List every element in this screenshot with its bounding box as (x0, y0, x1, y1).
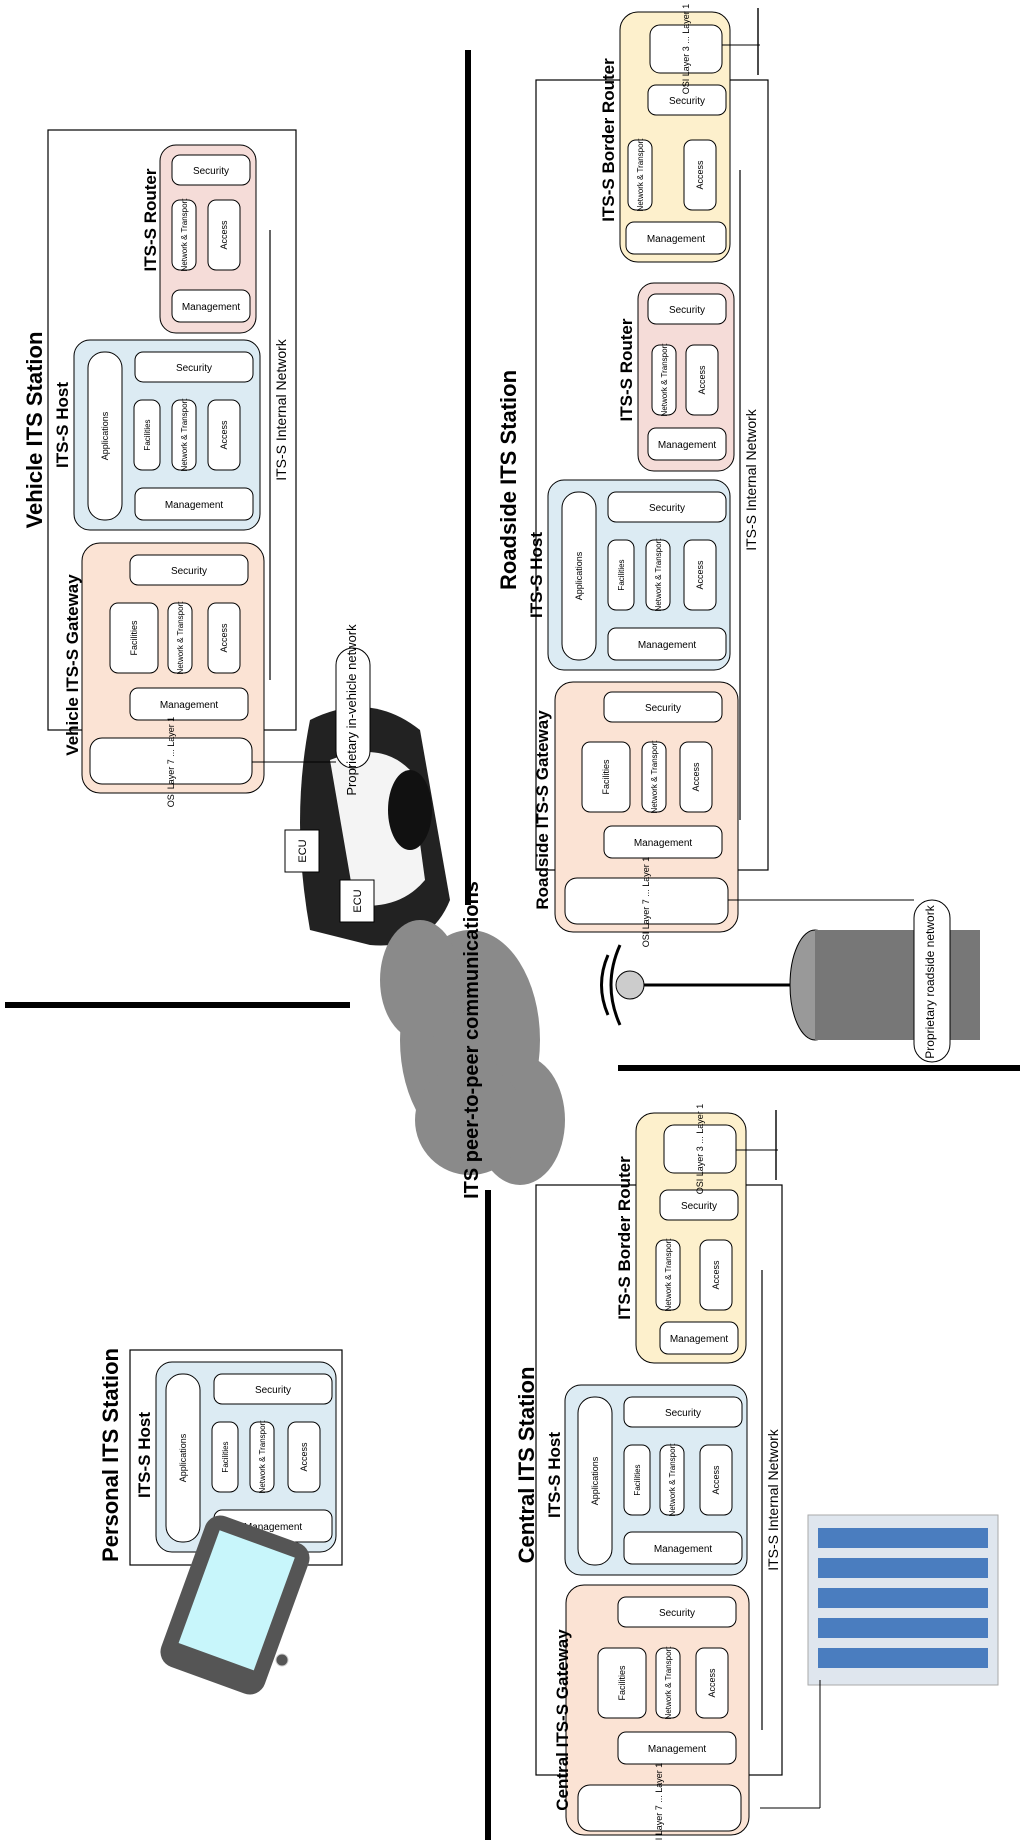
rh-network: Network & Transport (654, 538, 663, 612)
cg-network: Network & Transport (664, 1646, 673, 1720)
vg-security: Security (171, 566, 207, 577)
cg-osi: OSI Layer 7 ... Layer 1 (654, 1763, 664, 1840)
central-internal-network-label: ITS-S Internal Network (765, 1428, 781, 1571)
central-border-router (636, 1110, 778, 1363)
rh-facilities: Facilities (617, 559, 626, 590)
personal-station-title: Personal ITS Station (98, 1348, 123, 1562)
rg-osi: OSI Layer 7 ... Layer 1 (641, 857, 651, 948)
central-station-title: Central ITS Station (514, 1367, 539, 1564)
cb-security: Security (681, 1201, 717, 1212)
cb-osi: OSI Layer 3 ... Layer 1 (695, 1104, 705, 1195)
vh-applications: Applications (100, 411, 110, 460)
rh-applications: Applications (574, 551, 584, 600)
central-border-router-title: ITS-S Border Router (615, 1156, 634, 1320)
vg-osi: OSI Layer 7 ... Layer 1 (166, 717, 176, 808)
vg-access: Access (219, 623, 229, 653)
vr-network: Network & Transport (180, 198, 189, 272)
rr-access: Access (697, 365, 707, 395)
ch-access: Access (711, 1465, 721, 1495)
vr-management: Management (182, 302, 241, 313)
roadside-host-title: ITS-S Host (527, 532, 546, 618)
vh-facilities: Facilities (143, 419, 152, 450)
ch-applications: Applications (590, 1456, 600, 1505)
vehicle-station-title: Vehicle ITS Station (22, 332, 47, 529)
ecu-label-2: ECU (352, 889, 364, 912)
ch-facilities: Facilities (633, 1464, 642, 1495)
cg-facilities: Facilities (617, 1665, 627, 1701)
ph-applications: Applications (178, 1433, 188, 1482)
rh-security: Security (649, 503, 685, 514)
rg-network: Network & Transport (650, 740, 659, 814)
cloud-illustration: ITS peer-to-peer communications (380, 881, 565, 1199)
car-illustration: Proprietary in-vehicle network ECU ECU (252, 624, 450, 946)
roadside-network-label: Proprietary roadside network (923, 904, 937, 1058)
roadside-gateway-title: Roadside ITS-S Gateway (533, 710, 552, 910)
cb-network: Network & Transport (664, 1238, 673, 1312)
central-gateway-title: Central ITS-S Gateway (553, 1629, 572, 1811)
vg-management: Management (160, 700, 219, 711)
rb-network: Network & Transport (636, 138, 645, 212)
roadside-internal-network-label: ITS-S Internal Network (743, 408, 759, 551)
vr-access: Access (219, 220, 229, 250)
roadside-station-title: Roadside ITS Station (496, 370, 521, 590)
rr-network: Network & Transport (660, 343, 669, 417)
ch-network: Network & Transport (668, 1443, 677, 1517)
personal-host-title: ITS-S Host (135, 1412, 154, 1498)
rr-management: Management (658, 440, 717, 451)
in-vehicle-network-label: Proprietary in-vehicle network (344, 624, 359, 796)
ph-network: Network & Transport (258, 1420, 267, 1494)
vg-network: Network & Transport (176, 601, 185, 675)
ph-facilities: Facilities (221, 1441, 230, 1472)
rg-access: Access (691, 762, 701, 792)
rb-management: Management (647, 234, 706, 245)
central-host-title: ITS-S Host (545, 1432, 564, 1518)
vh-management: Management (165, 500, 224, 511)
cb-management: Management (670, 1334, 729, 1345)
rb-osi: OSI Layer 3 ... Layer 1 (681, 4, 691, 95)
rb-access: Access (695, 160, 705, 190)
ph-security: Security (255, 1385, 291, 1396)
vh-access: Access (219, 420, 229, 450)
roadside-router-title: ITS-S Router (617, 318, 636, 421)
cloud-label: ITS peer-to-peer communications (461, 881, 483, 1199)
rh-access: Access (695, 560, 705, 590)
cb-access: Access (711, 1260, 721, 1290)
vehicle-host-title: ITS-S Host (53, 382, 72, 468)
cg-security: Security (659, 1608, 695, 1619)
vh-network: Network & Transport (180, 398, 189, 472)
rg-management: Management (634, 838, 693, 849)
building-illustration (760, 1515, 998, 1808)
rh-management: Management (638, 640, 697, 651)
vg-facilities: Facilities (129, 620, 139, 656)
cg-access: Access (707, 1668, 717, 1698)
vehicle-router-title: ITS-S Router (141, 168, 160, 271)
vehicle-internal-network-label: ITS-S Internal Network (273, 338, 289, 481)
vr-security: Security (193, 166, 229, 177)
ch-management: Management (654, 1544, 713, 1555)
rg-security: Security (645, 703, 681, 714)
vehicle-gateway-title: Vehicle ITS-S Gateway (63, 574, 82, 756)
rg-facilities: Facilities (601, 759, 611, 795)
ch-security: Security (665, 1408, 701, 1419)
ecu-label-1: ECU (297, 839, 309, 862)
rr-security: Security (669, 305, 705, 316)
cg-management: Management (648, 1744, 707, 1755)
ph-access: Access (299, 1442, 309, 1472)
vh-security: Security (176, 363, 212, 374)
roadside-border-router-title: ITS-S Border Router (599, 58, 618, 222)
rb-security: Security (669, 96, 705, 107)
